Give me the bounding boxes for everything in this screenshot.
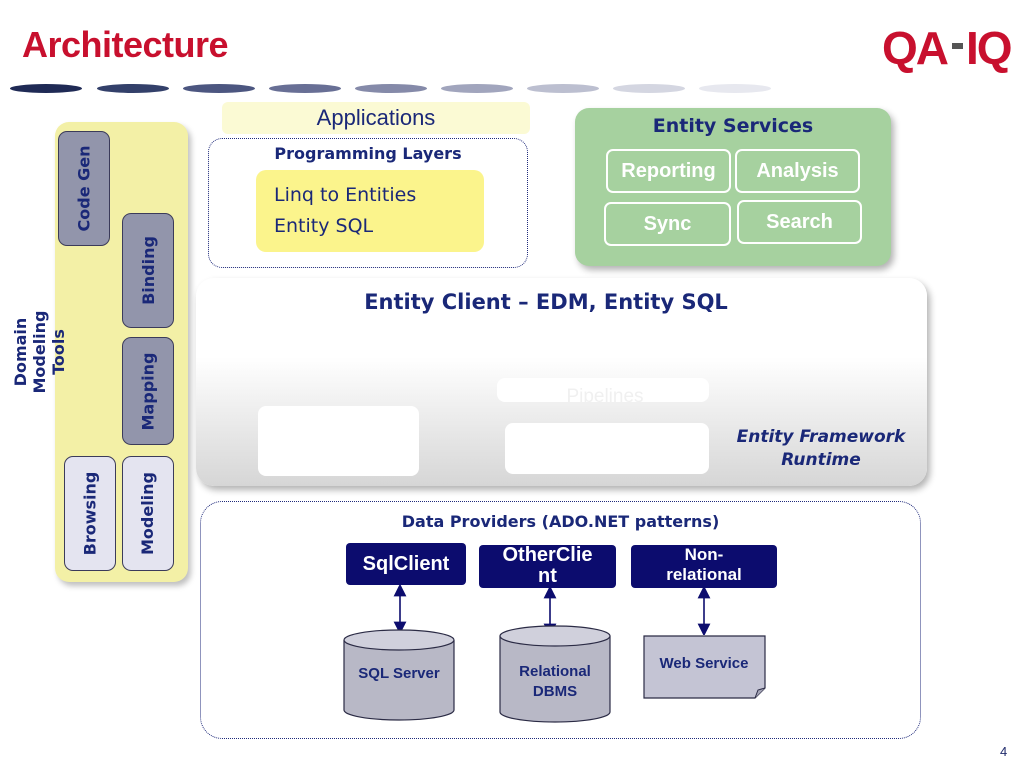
mapping-tool: Mapping xyxy=(122,337,174,445)
svg-text:QA: QA xyxy=(882,22,948,74)
divider-dash xyxy=(10,84,82,93)
programming-layers-title: Programming Layers xyxy=(274,144,462,163)
sql-server-cylinder xyxy=(343,629,455,721)
linq-to-entities-text: Linq to Entities xyxy=(274,184,417,206)
entity-framework-runtime-label: Entity Framework Runtime xyxy=(736,427,906,470)
non-relational-provider: Non- relational xyxy=(631,545,777,588)
entity-services-box xyxy=(575,108,891,266)
search-service: Search xyxy=(737,200,862,244)
provider-store-arrows xyxy=(393,585,711,635)
web-service-document xyxy=(643,635,766,699)
entity-client-title: Entity Client – EDM, Entity SQL xyxy=(364,290,728,314)
database-cylinders xyxy=(343,625,611,723)
query-languages-box xyxy=(256,170,484,252)
browsing-tool: Browsing xyxy=(64,456,116,571)
entity-sql-text: Entity SQL xyxy=(274,215,374,237)
divider-dash xyxy=(269,84,341,93)
binding-tool: Binding xyxy=(122,213,174,328)
page-number: 4 xyxy=(1000,744,1008,759)
pipelines-label: Pipelines xyxy=(566,386,644,407)
otherclient-provider: OtherClie nt xyxy=(479,545,616,588)
code-gen-tool: Code Gen xyxy=(58,131,110,246)
modeling-tool: Modeling xyxy=(122,456,174,571)
relational-dbms-label: Relational DBMS xyxy=(519,663,591,700)
svg-text:IQ: IQ xyxy=(966,22,1011,74)
divider-dash xyxy=(355,84,427,93)
reporting-service: Reporting xyxy=(606,149,731,193)
divider-dash xyxy=(97,84,169,93)
pipelines-box xyxy=(497,378,709,402)
entity-services-title: Entity Services xyxy=(652,115,814,137)
sql-server-label: SQL Server xyxy=(358,665,440,682)
divider-dash xyxy=(527,84,599,93)
applications-label: Applications xyxy=(222,102,530,134)
divider-dash xyxy=(613,84,685,93)
web-service-label: Web Service xyxy=(659,655,749,672)
data-providers-title: Data Providers (ADO.NET patterns) xyxy=(401,512,720,531)
divider-dash xyxy=(183,84,255,93)
divider-dash xyxy=(699,84,771,93)
client-inner-box xyxy=(505,423,709,474)
sync-service: Sync xyxy=(604,202,731,246)
relational-dbms-cylinder xyxy=(499,625,611,723)
sqlclient-provider: SqlClient xyxy=(346,543,466,585)
divider-dash xyxy=(441,84,513,93)
slide-title: Architecture xyxy=(22,24,229,65)
client-inner-box xyxy=(258,406,419,476)
analysis-service: Analysis xyxy=(735,149,860,193)
qaiq-logo: QA IQ xyxy=(882,22,1013,74)
